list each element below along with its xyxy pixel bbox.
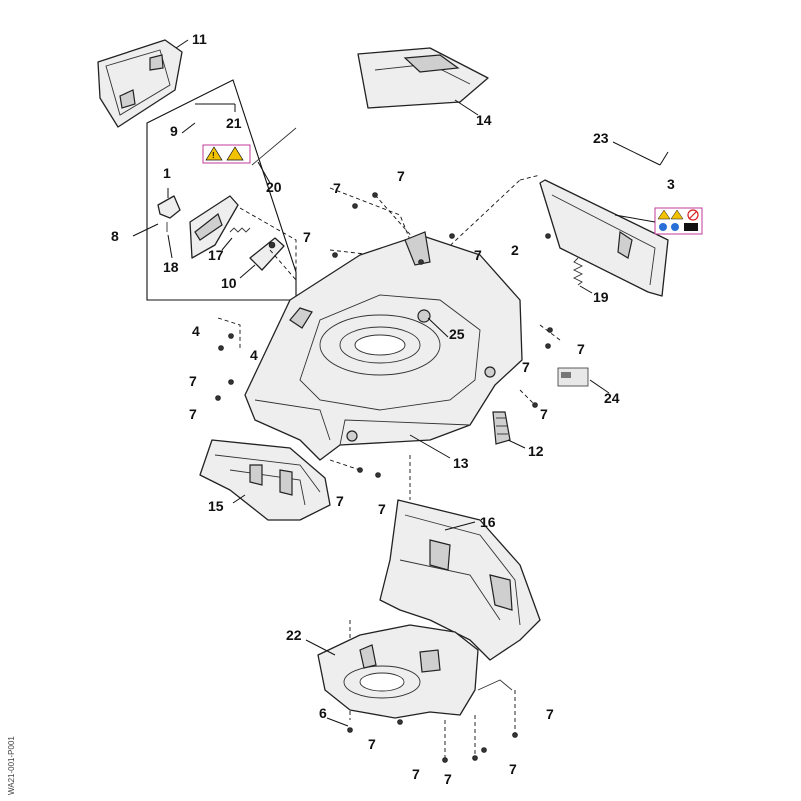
callout-18: 18 xyxy=(163,259,179,275)
callout-11: 11 xyxy=(192,31,207,47)
callout-3: 3 xyxy=(667,176,675,192)
callout-7g: 7 xyxy=(577,341,585,357)
callout-7b: 7 xyxy=(397,168,405,184)
callout-7l: 7 xyxy=(546,706,554,722)
callout-7f: 7 xyxy=(189,406,197,422)
part-11-cover xyxy=(97,39,183,128)
leader-lines xyxy=(132,39,669,727)
subassembly-frame xyxy=(146,79,297,301)
part-16-chute xyxy=(379,499,541,661)
part-1-bracket xyxy=(157,195,181,232)
callout-7h: 7 xyxy=(522,359,530,375)
callout-4a: 4 xyxy=(192,323,200,339)
callout-7o: 7 xyxy=(444,771,452,787)
part-12-pedal xyxy=(492,411,511,445)
warning-label-21: ! xyxy=(202,144,251,164)
callout-1: 1 xyxy=(163,165,171,181)
callout-7i: 7 xyxy=(540,406,548,422)
callout-7j: 7 xyxy=(336,493,344,509)
callout-21: 21 xyxy=(226,115,242,131)
callout-24: 24 xyxy=(604,390,620,406)
part-10-bracket xyxy=(249,237,285,271)
callout-7n: 7 xyxy=(412,766,420,782)
warning-label-3 xyxy=(654,207,703,235)
callout-7d: 7 xyxy=(474,247,482,263)
callout-2: 2 xyxy=(511,242,519,258)
callout-15: 15 xyxy=(208,498,224,514)
callout-22: 22 xyxy=(286,627,302,643)
callout-10: 10 xyxy=(221,275,237,291)
part-22-blade-housing xyxy=(317,624,513,719)
callout-19: 19 xyxy=(593,289,609,305)
callout-7p: 7 xyxy=(509,761,517,777)
callout-7c: 7 xyxy=(303,229,311,245)
callout-17: 17 xyxy=(208,247,224,263)
callout-12: 12 xyxy=(528,443,544,459)
callouts: 11 14 9 21 20 1 8 18 17 10 23 3 2 19 25 … xyxy=(111,31,675,787)
callout-25: 25 xyxy=(449,326,465,342)
callout-4b: 4 xyxy=(250,347,258,363)
callout-13: 13 xyxy=(453,455,469,471)
callout-7k: 7 xyxy=(378,501,386,517)
callout-7a: 7 xyxy=(333,180,341,196)
part-lever xyxy=(189,195,239,259)
callout-6: 6 xyxy=(319,705,327,721)
callout-8: 8 xyxy=(111,228,119,244)
part-14-cover xyxy=(357,47,489,109)
callout-14: 14 xyxy=(476,112,492,128)
callout-7e: 7 xyxy=(189,373,197,389)
callout-16: 16 xyxy=(480,514,496,530)
part-15-front-guard xyxy=(199,439,331,521)
part-24-label xyxy=(557,367,589,387)
part-23-flap xyxy=(539,179,669,297)
screws xyxy=(215,192,553,763)
reference-code: WA21-001-P001 xyxy=(7,736,16,795)
callout-23: 23 xyxy=(593,130,609,146)
svg-text:!: ! xyxy=(212,151,215,160)
callout-9: 9 xyxy=(170,123,178,139)
part-13-deck xyxy=(244,231,523,461)
callout-20: 20 xyxy=(266,179,282,195)
callout-7m: 7 xyxy=(368,736,376,752)
